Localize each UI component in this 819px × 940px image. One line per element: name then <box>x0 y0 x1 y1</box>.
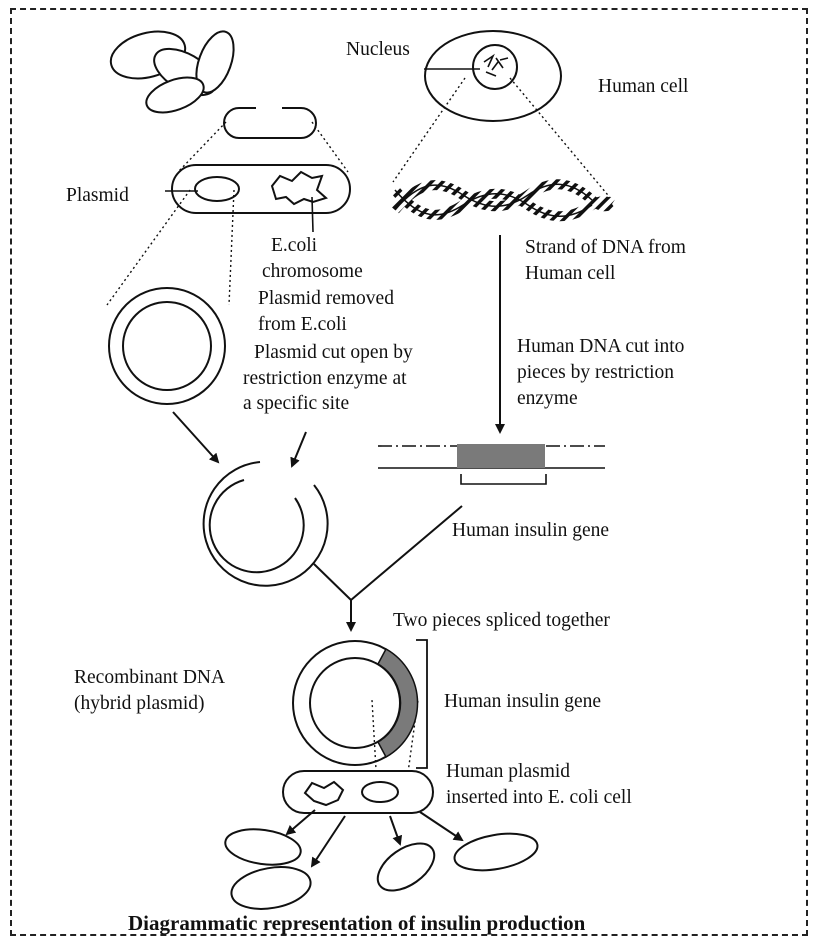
insulin-gene-segment <box>457 444 545 468</box>
label-recombinant-1: Recombinant DNA <box>74 666 225 689</box>
label-inserted-2: inserted into E. coli cell <box>446 786 632 809</box>
label-plasmid-cut-1: Plasmid cut open by <box>254 341 413 364</box>
label-dna-cut-2: pieces by restriction <box>517 361 674 384</box>
cut-plasmid-outer <box>204 462 328 586</box>
plasmid-small <box>195 177 239 201</box>
ecoli-cluster <box>106 24 241 119</box>
recombinant-inner <box>310 658 400 748</box>
plasmid-ring-inner <box>123 302 211 390</box>
ecoli-cell <box>172 165 350 213</box>
label-insulin-gene-2: Human insulin gene <box>444 690 601 713</box>
recombinant-gene <box>378 649 418 757</box>
ecoli-chromosome <box>272 172 326 204</box>
converge-left <box>314 564 351 600</box>
label-insulin-gene: Human insulin gene <box>452 519 609 542</box>
dna-strand <box>395 184 612 216</box>
label-human-cell: Human cell <box>598 75 688 98</box>
label-dna-strand-2: Human cell <box>525 262 615 285</box>
diagram-caption: Diagrammatic representation of insulin p… <box>128 912 585 935</box>
label-dna-strand-1: Strand of DNA from <box>525 236 686 259</box>
label-plasmid-cut-3: a specific site <box>243 392 349 415</box>
daughter-cell-2 <box>228 861 314 914</box>
label-ecoli: E.coli <box>271 234 317 257</box>
arrow-d2 <box>312 816 345 866</box>
label-recombinant-2: (hybrid plasmid) <box>74 692 205 715</box>
gene-bracket <box>461 474 546 484</box>
converge-right <box>351 506 462 600</box>
label-plasmid-removed-1: Plasmid removed <box>258 287 394 310</box>
label-nucleus: Nucleus <box>346 38 410 61</box>
label-spliced: Two pieces spliced together <box>393 609 610 632</box>
label-dna-cut-1: Human DNA cut into <box>517 335 684 358</box>
arrow-cut-site <box>292 432 306 466</box>
label-plasmid-removed-2: from E.coli <box>258 313 347 336</box>
daughter-cell-4 <box>452 828 541 876</box>
label-plasmid: Plasmid <box>66 184 129 207</box>
chromosomes-icon <box>484 56 508 76</box>
arrow-d3 <box>390 816 400 844</box>
arrow-to-cut-plasmid <box>173 412 218 462</box>
label-inserted-1: Human plasmid <box>446 760 570 783</box>
daughter-cell-3 <box>369 834 442 900</box>
label-plasmid-cut-2: restriction enzyme at <box>243 367 407 390</box>
label-dna-cut-3: enzyme <box>517 387 578 410</box>
arrow-d4 <box>420 812 462 840</box>
cut-plasmid-inner <box>210 480 304 572</box>
ecoli-cell-top <box>224 108 316 138</box>
plasmid-ring-outer <box>109 288 225 404</box>
label-chromosome: chromosome <box>262 260 363 283</box>
